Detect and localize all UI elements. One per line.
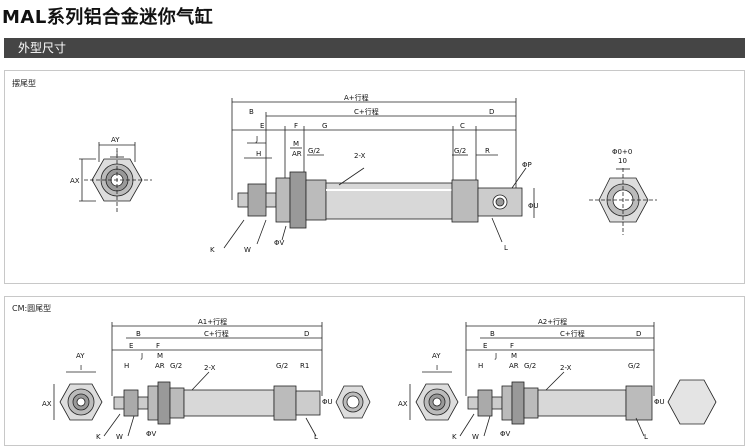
dim-label-f: F bbox=[294, 122, 298, 130]
bl-dim-label-i: I bbox=[80, 364, 82, 372]
br-dim-label-m: M bbox=[511, 352, 517, 360]
bl-dim-label-ar: AR bbox=[155, 362, 165, 370]
dim-label-h: H bbox=[256, 150, 261, 158]
bl-dim-label-ax: AX bbox=[42, 400, 52, 408]
dim-label-c: C bbox=[460, 122, 465, 130]
dim-label-ay: AY bbox=[111, 136, 120, 144]
dim-label-l: L bbox=[504, 244, 508, 252]
section-header-bar: 外型尺寸 bbox=[4, 38, 745, 58]
top-drawing-frame bbox=[4, 70, 745, 284]
br-dim-label-u: ΦU bbox=[654, 398, 665, 406]
bl-dim-label-ay: AY bbox=[76, 352, 85, 360]
dim-label-ar: AR bbox=[292, 150, 302, 158]
bl-dim-label-e: E bbox=[129, 342, 133, 350]
bl-dim-label-h: H bbox=[124, 362, 129, 370]
dim-label-v: ΦV bbox=[274, 239, 285, 247]
bl-dim-label-2x: 2-X bbox=[204, 364, 216, 372]
dim-label-a-stroke: A+行程 bbox=[344, 93, 369, 102]
dim-label-ax: AX bbox=[70, 177, 80, 185]
dim-label-2x: 2-X bbox=[354, 152, 366, 160]
bl-dim-label-g2-rear: G/2 bbox=[276, 362, 288, 370]
bl-dim-label-d: D bbox=[304, 330, 309, 338]
br-dim-label-g2-front: G/2 bbox=[524, 362, 536, 370]
dim-label-w: W bbox=[244, 246, 251, 254]
dim-label-o2: 10 bbox=[618, 157, 627, 165]
section-header-label: 外型尺寸 bbox=[18, 41, 67, 55]
bottom-drawing-label: CM:圆尾型 bbox=[12, 304, 52, 313]
bl-dim-label-l: L bbox=[314, 433, 318, 441]
top-drawing-label: 摆尾型 bbox=[12, 79, 36, 88]
dim-label-p: ΦP bbox=[522, 161, 532, 169]
dim-label-d: D bbox=[489, 108, 494, 116]
top-technical-drawing: AY I AX A+行程 B C+行程 E F G C D J M H AR G… bbox=[70, 93, 657, 254]
dim-label-i: I bbox=[116, 150, 118, 158]
br-dim-label-b: B bbox=[490, 330, 495, 338]
bl-dim-label-w: W bbox=[116, 433, 123, 441]
page-title: MAL系列铝合金迷你气缸 bbox=[2, 3, 213, 29]
left-end-view-hexagon bbox=[79, 142, 152, 212]
br-dim-label-l: L bbox=[644, 433, 648, 441]
dim-label-m: M bbox=[293, 140, 299, 148]
dim-label-r: R bbox=[485, 147, 490, 155]
bl-dim-label-v: ΦV bbox=[146, 430, 157, 438]
br-dim-label-e: E bbox=[483, 342, 487, 350]
br-dim-label-g2-rear: G/2 bbox=[628, 362, 640, 370]
bottom-technical-drawing: AY I AX A1+行程 B C+行程 E F D M J H AR G/2 … bbox=[42, 317, 717, 441]
br-dim-label-ar: AR bbox=[509, 362, 519, 370]
bl-dim-label-m: M bbox=[157, 352, 163, 360]
dim-label-c-stroke: C+行程 bbox=[354, 107, 379, 116]
bottom-left-drawing bbox=[53, 322, 371, 437]
dim-label-u: ΦU bbox=[528, 202, 539, 210]
bl-dim-label-j: J bbox=[140, 352, 143, 360]
br-dim-label-ay: AY bbox=[432, 352, 441, 360]
br-dim-label-d: D bbox=[636, 330, 641, 338]
bl-dim-label-u: ΦU bbox=[322, 398, 333, 406]
br-dim-label-ax: AX bbox=[398, 400, 408, 408]
dim-label-o: Φ0+0 bbox=[612, 148, 632, 156]
br-dim-label-i: I bbox=[436, 364, 438, 372]
bottom-right-drawing bbox=[409, 322, 717, 437]
bl-dim-label-r1: R1 bbox=[300, 362, 309, 370]
bl-dim-label-b: B bbox=[136, 330, 141, 338]
dim-label-g2-front: G/2 bbox=[308, 147, 320, 155]
br-dim-label-2x: 2-X bbox=[560, 364, 572, 372]
dim-label-k: K bbox=[210, 246, 215, 254]
main-side-view bbox=[223, 98, 535, 249]
bl-dim-label-f: F bbox=[156, 342, 160, 350]
bl-dim-label-k: K bbox=[96, 433, 101, 441]
br-dim-label-v: ΦV bbox=[500, 430, 511, 438]
page-title-model: MAL bbox=[2, 7, 47, 28]
bottom-drawing-frame bbox=[4, 296, 745, 446]
dim-label-b: B bbox=[249, 108, 254, 116]
br-dim-label-a-stroke: A2+行程 bbox=[538, 317, 567, 326]
dim-label-j: J bbox=[255, 135, 258, 143]
bl-dim-label-a-stroke: A1+行程 bbox=[198, 317, 227, 326]
dim-label-g: G bbox=[322, 122, 327, 130]
dim-label-e: E bbox=[260, 122, 264, 130]
br-dim-label-h: H bbox=[478, 362, 483, 370]
br-dim-label-j: J bbox=[494, 352, 497, 360]
br-dim-label-k: K bbox=[452, 433, 457, 441]
br-dim-label-c-stroke: C+行程 bbox=[560, 329, 585, 338]
bl-dim-label-g2-front: G/2 bbox=[170, 362, 182, 370]
page-title-text: 系列铝合金迷你气缸 bbox=[46, 7, 214, 28]
br-dim-label-w: W bbox=[472, 433, 479, 441]
bl-dim-label-c-stroke: C+行程 bbox=[204, 329, 229, 338]
br-dim-label-f: F bbox=[510, 342, 514, 350]
dim-label-g2-rear: G/2 bbox=[454, 147, 466, 155]
right-end-view-hexagon bbox=[589, 168, 657, 235]
